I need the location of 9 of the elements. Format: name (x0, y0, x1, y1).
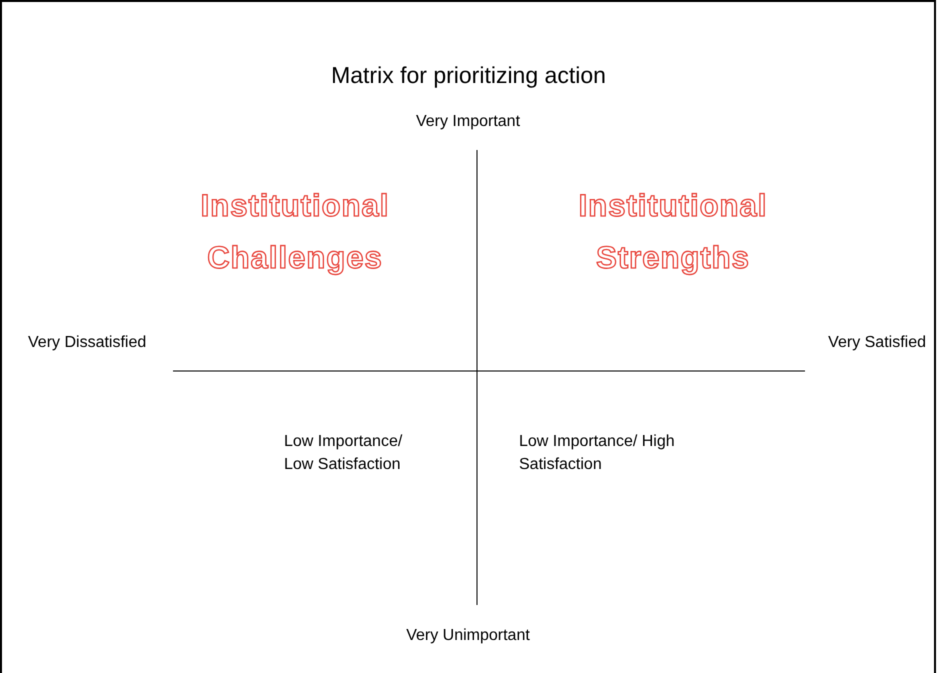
axis-label: Very Unimportant (405, 626, 531, 646)
quadrant-heading: Institutional Strengths (578, 187, 768, 278)
axis-label: Very Dissatisfied (28, 333, 148, 353)
quadrant-label: Low Importance/ High Satisfaction (519, 432, 676, 475)
quadrant-heading: Institutional Challenges (200, 187, 390, 278)
axis-label: Very Important (414, 112, 522, 132)
quadrant-label: Low Importance/ Low Satisfaction (284, 432, 404, 475)
axis-label: Very Satisfied (827, 333, 926, 353)
diagram-title: Matrix for prioritizing action (330, 61, 607, 90)
